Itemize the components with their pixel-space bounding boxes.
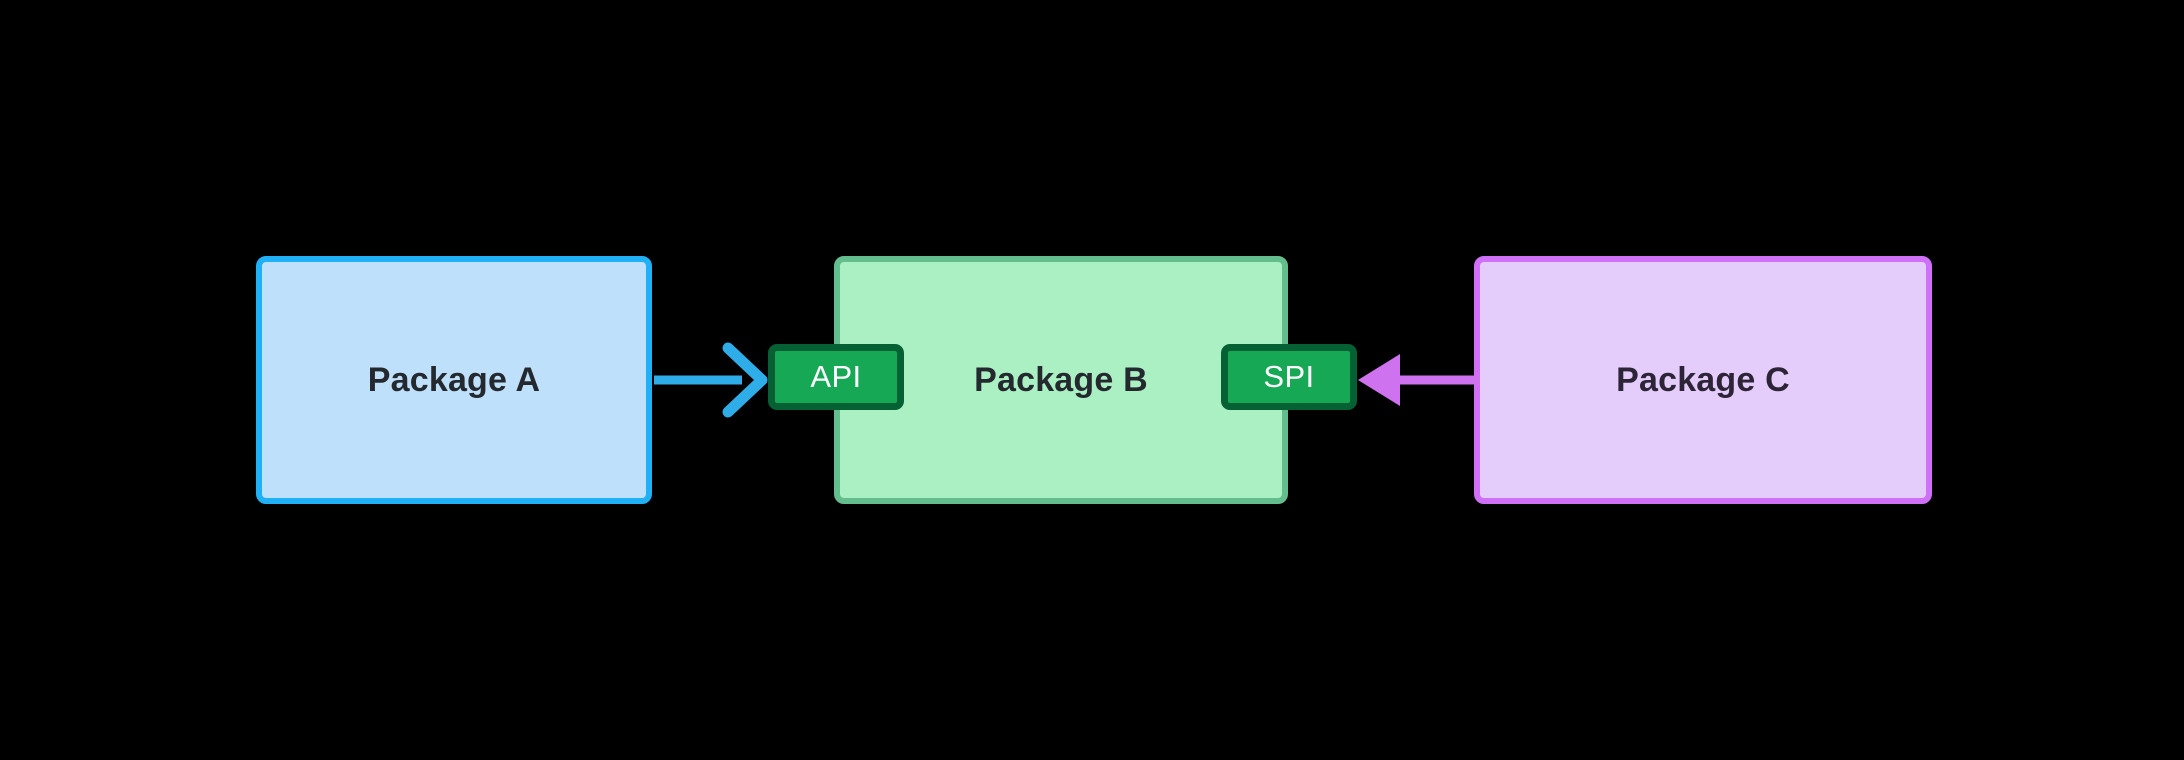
package-b-label: Package B [974,360,1148,399]
spi-interface-label: SPI [1263,359,1315,394]
api-interface-label: API [810,359,862,394]
package-a-node[interactable]: Package A [256,256,652,504]
package-a-label: Package A [367,360,541,399]
arrowhead-chevron-right-icon [722,342,768,418]
api-interface-box[interactable]: API [768,344,904,410]
arrow-package-c-to-spi [1358,354,1480,406]
arrow-package-a-to-api [654,342,768,418]
package-c-label: Package C [1616,360,1790,399]
arrowhead-triangle-left-icon [1358,354,1400,406]
package-c-node[interactable]: Package C [1474,256,1932,504]
spi-interface-box[interactable]: SPI [1221,344,1357,410]
